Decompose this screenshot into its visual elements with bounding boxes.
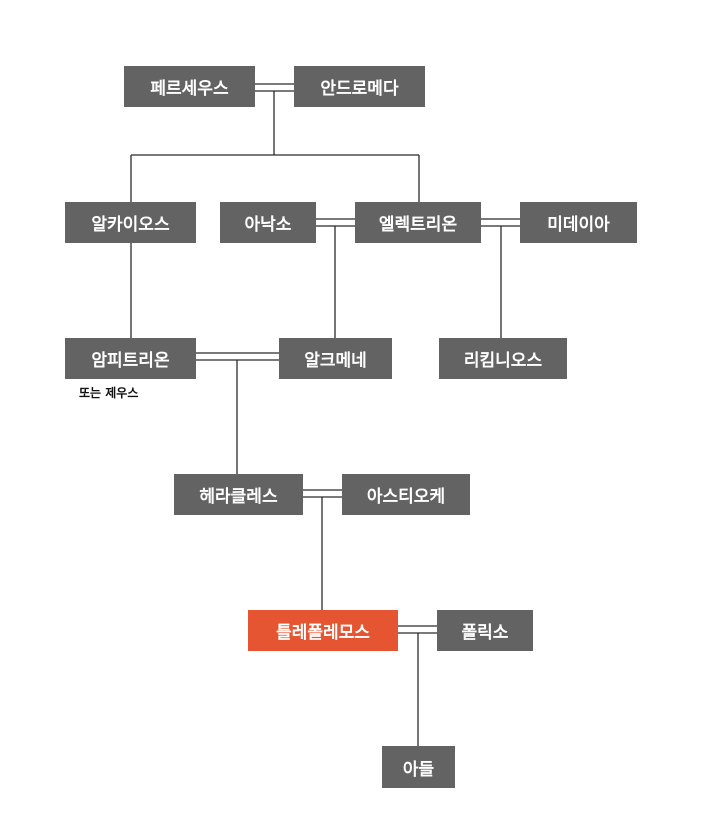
node-midea: 미데이아 [520,202,637,243]
node-licymnius: 리킴니오스 [439,338,567,379]
node-alcmene: 알크메네 [279,338,392,379]
amphitryon-alt-note: 또는 제우스 [79,386,139,400]
node-tlepolemus: 틀레폴레모스 [248,610,398,651]
node-andromeda: 안드로메다 [294,66,425,107]
node-alcaeus: 알카이오스 [65,202,196,243]
node-heracles: 헤라클레스 [174,474,303,515]
node-polyxo: 폴릭소 [437,610,533,651]
node-perseus: 페르세우스 [124,66,255,107]
node-amphitryon: 암피트리온 [65,338,196,379]
node-astyoche: 아스티오케 [342,474,470,515]
node-son: 아들 [382,746,455,788]
node-electryon: 엘렉트리온 [355,202,481,243]
node-anaxo: 아낙소 [220,202,316,243]
